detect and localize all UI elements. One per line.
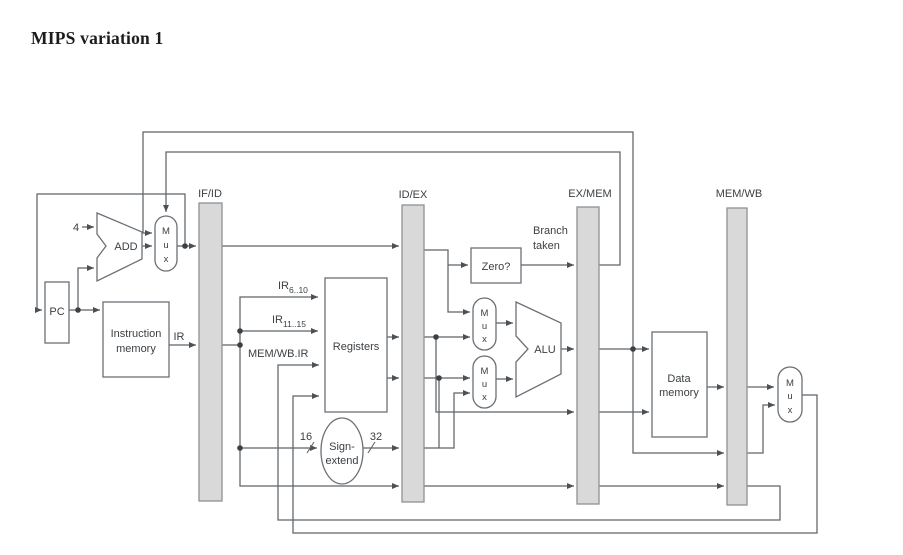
branch-taken-label-1: Branch [533,225,568,237]
zero-label: Zero? [482,261,511,273]
svg-text:x: x [164,254,169,265]
svg-text:M: M [481,366,489,377]
svg-text:x: x [482,392,487,403]
registers-label: Registers [333,341,380,353]
signal-labels: 4 IR IR6..10 IR11..15 MEM/WB.IR Branch t… [73,222,568,443]
data-memory: Data memory [651,331,708,438]
ir-label: IR [174,331,185,343]
wires [35,131,818,534]
svg-text:M: M [481,308,489,319]
svg-text:Sign-: Sign- [329,441,355,453]
pc-mux: M u x [154,215,178,272]
pipeline-register-id-ex: ID/EX [399,189,428,503]
svg-text:extend: extend [325,455,358,467]
id-ex-label: ID/EX [399,189,428,201]
svg-text:M: M [786,378,794,389]
branch-taken-label-2: taken [533,240,560,252]
width-32-label: 32 [370,431,382,443]
pipeline-register-ex-mem: EX/MEM [568,188,612,505]
alu-label: ALU [534,344,555,356]
pc-label: PC [49,306,64,318]
pipeline-register-if-id: IF/ID [198,188,223,502]
svg-text:x: x [788,405,793,416]
alu-mux-lower: M u x [472,355,497,409]
junction-dots [75,243,636,451]
ir-6-10-label: IR6..10 [278,280,308,295]
mem-wb-label: MEM/WB [716,188,762,200]
alu-mux-upper: M u x [472,297,497,351]
svg-text:memory: memory [116,343,156,355]
svg-text:u: u [482,321,487,332]
svg-text:u: u [163,240,168,251]
add-label: ADD [114,241,137,253]
writeback-mux: M u x [777,366,803,423]
svg-text:M: M [162,226,170,237]
ir-11-15-label: IR11..15 [272,314,306,329]
svg-text:Instruction: Instruction [111,328,162,340]
instruction-memory: Instruction memory [102,301,170,378]
mem-wb-ir-label: MEM/WB.IR [248,348,309,360]
width-16-label: 16 [300,431,312,443]
alu: ALU [515,300,562,399]
page-title: MIPS variation 1 [31,28,164,48]
add-unit: ADD [96,212,143,283]
svg-text:x: x [482,334,487,345]
sign-extend: Sign- extend [320,417,364,485]
const-4-label: 4 [73,222,79,234]
pc-box: PC [44,281,70,344]
zero-detector: Zero? [470,247,522,284]
svg-text:memory: memory [659,387,699,399]
svg-text:u: u [787,391,792,402]
svg-text:u: u [482,379,487,390]
pipeline-register-mem-wb: MEM/WB [716,188,762,506]
registers: Registers [324,277,388,413]
if-id-label: IF/ID [198,188,222,200]
ex-mem-label: EX/MEM [568,188,611,200]
svg-text:Data: Data [667,373,691,385]
